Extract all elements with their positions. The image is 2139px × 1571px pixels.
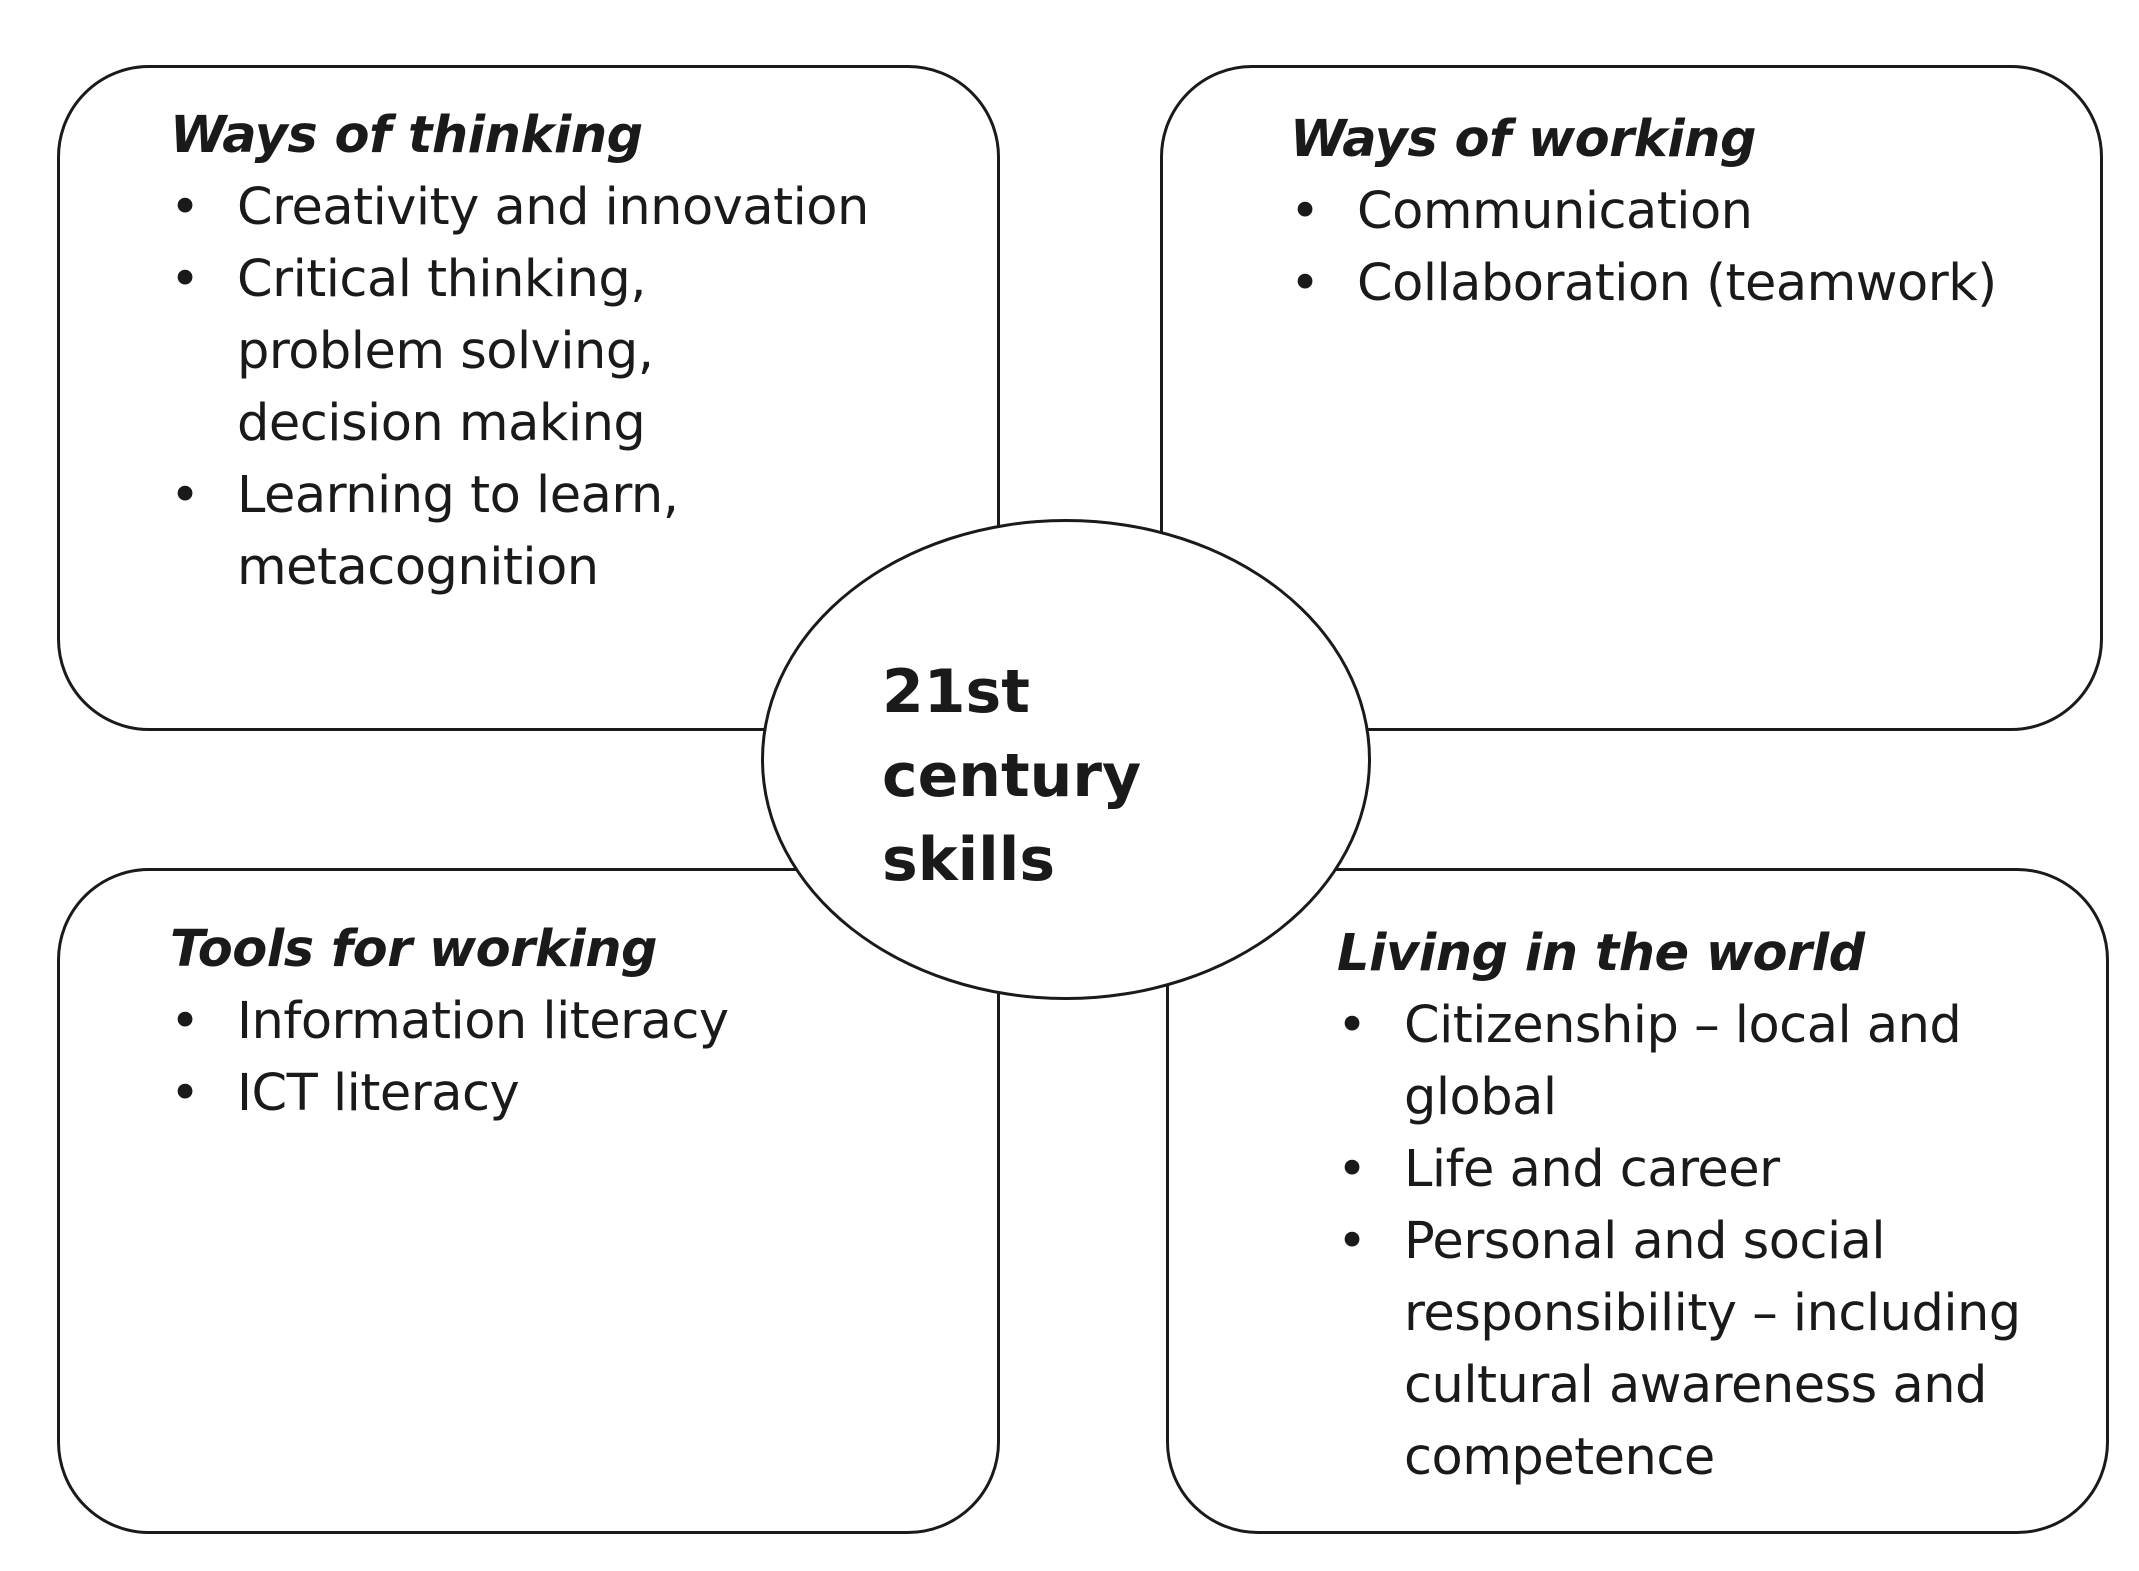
list-item: Communication (1290, 176, 2090, 248)
ways-of-working-list: Communication Collaboration (teamwork) (1290, 176, 2090, 320)
list-item: Information literacy (170, 986, 970, 1058)
tools-for-working-box (57, 868, 1000, 1534)
list-item: Creativity and innovation (170, 172, 990, 244)
ways-of-working-heading: Ways of working (1290, 110, 1757, 169)
list-item: Collaboration (teamwork) (1290, 248, 2090, 320)
list-item: Personal and social responsibility – inc… (1337, 1206, 2104, 1494)
ways-of-thinking-list: Creativity and innovation Critical think… (170, 172, 990, 604)
ways-of-thinking-content: Ways of thinking Creativity and innovati… (170, 100, 990, 604)
list-item: Life and career (1337, 1134, 2097, 1206)
tools-for-working-list: Information literacy ICT literacy (170, 986, 970, 1130)
living-in-the-world-list: Citizenship – local and global Life and … (1337, 990, 2097, 1494)
center-title: 21st century skills (882, 657, 1142, 895)
ways-of-working-content: Ways of working Communication Collaborat… (1290, 104, 2090, 320)
list-item: Learning to learn, metacognition (170, 460, 737, 604)
list-item: Critical thinking, problem solving, deci… (170, 244, 817, 460)
living-in-the-world-content: Living in the world Citizenship – local … (1337, 918, 2097, 1494)
list-item: Citizenship – local and global (1337, 990, 2004, 1134)
tools-for-working-content: Tools for working Information literacy I… (170, 914, 970, 1130)
center-ellipse (761, 519, 1371, 1000)
ways-of-thinking-heading: Ways of thinking (170, 106, 643, 165)
tools-for-working-heading: Tools for working (170, 920, 658, 979)
list-item: ICT literacy (170, 1058, 970, 1130)
living-in-the-world-heading: Living in the world (1337, 924, 1865, 983)
